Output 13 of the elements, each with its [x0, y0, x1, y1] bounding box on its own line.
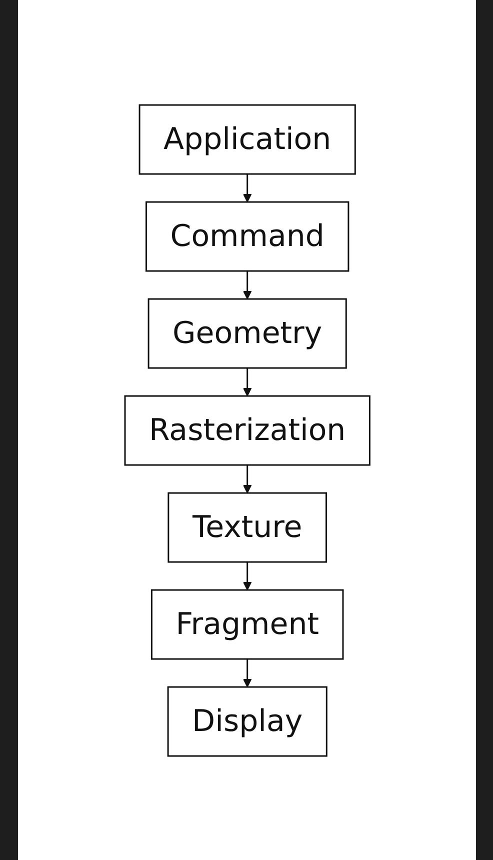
arrow: [242, 368, 252, 396]
node-box: Display: [166, 686, 328, 756]
arrow: [242, 658, 252, 687]
node-box: Texture: [167, 492, 327, 562]
arrow: [242, 270, 252, 299]
arrow: [242, 464, 252, 493]
node-box: Command: [145, 200, 349, 272]
arrow: [242, 174, 252, 202]
node-box: Fragment: [150, 588, 344, 660]
node-box: Geometry: [147, 298, 347, 368]
arrow: [242, 562, 252, 590]
node-box: Application: [138, 104, 356, 174]
node-box: Rasterization: [124, 394, 370, 466]
